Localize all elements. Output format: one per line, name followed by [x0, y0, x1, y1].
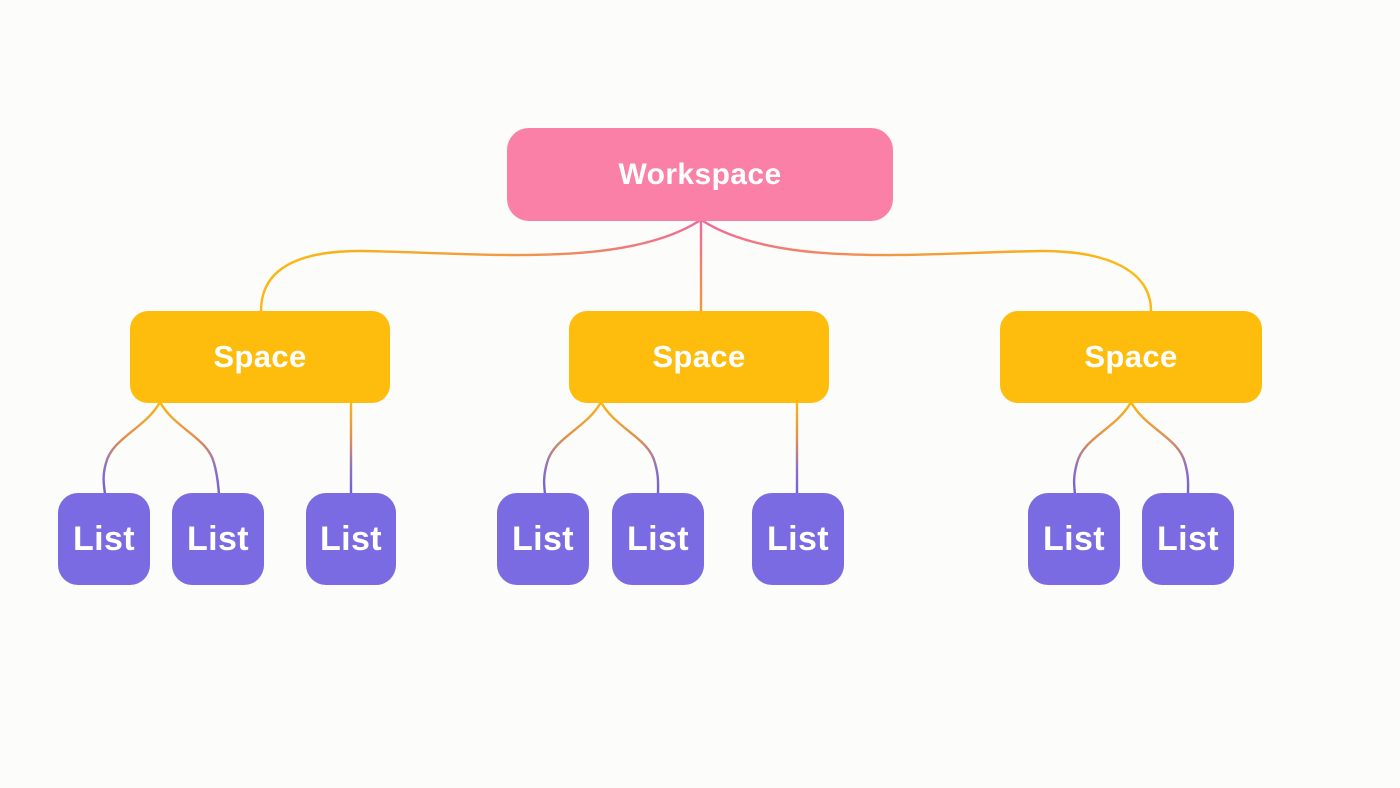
list-node-label: List — [1156, 519, 1220, 558]
list-node-4: List — [497, 493, 589, 585]
list-node-label: List — [626, 519, 690, 558]
list-node-label: List — [186, 519, 250, 558]
list-node-1: List — [58, 493, 150, 585]
list-node-label: List — [766, 519, 830, 558]
list-node-6: List — [752, 493, 844, 585]
space-node-label: Space — [652, 339, 746, 374]
connector-space1-list1 — [102, 400, 162, 496]
space-node-1: Space — [130, 311, 390, 403]
list-node-3: List — [306, 493, 396, 585]
list-node-label: List — [72, 519, 136, 558]
list-node-8: List — [1142, 493, 1234, 585]
space-node-3: Space — [1000, 311, 1262, 403]
connector-workspace-space-1 — [259, 219, 701, 313]
list-node-label: List — [1042, 519, 1106, 558]
connector-space3-list1 — [1072, 400, 1133, 496]
connector-space2-list1 — [542, 400, 603, 496]
workspace-node-label: Workspace — [618, 157, 782, 191]
list-node-5: List — [612, 493, 704, 585]
workspace-node: Workspace — [507, 128, 893, 221]
list-node-2: List — [172, 493, 264, 585]
list-node-label: List — [319, 519, 383, 558]
connector-space3-list2 — [1129, 400, 1190, 496]
space-node-2: Space — [569, 311, 829, 403]
space-node-label: Space — [1084, 339, 1178, 374]
list-node-label: List — [511, 519, 575, 558]
list-node-7: List — [1028, 493, 1120, 585]
space-node-label: Space — [213, 339, 307, 374]
connector-space1-list2 — [158, 400, 221, 496]
connector-workspace-space-3 — [701, 219, 1153, 313]
connector-space2-list2 — [599, 400, 660, 496]
